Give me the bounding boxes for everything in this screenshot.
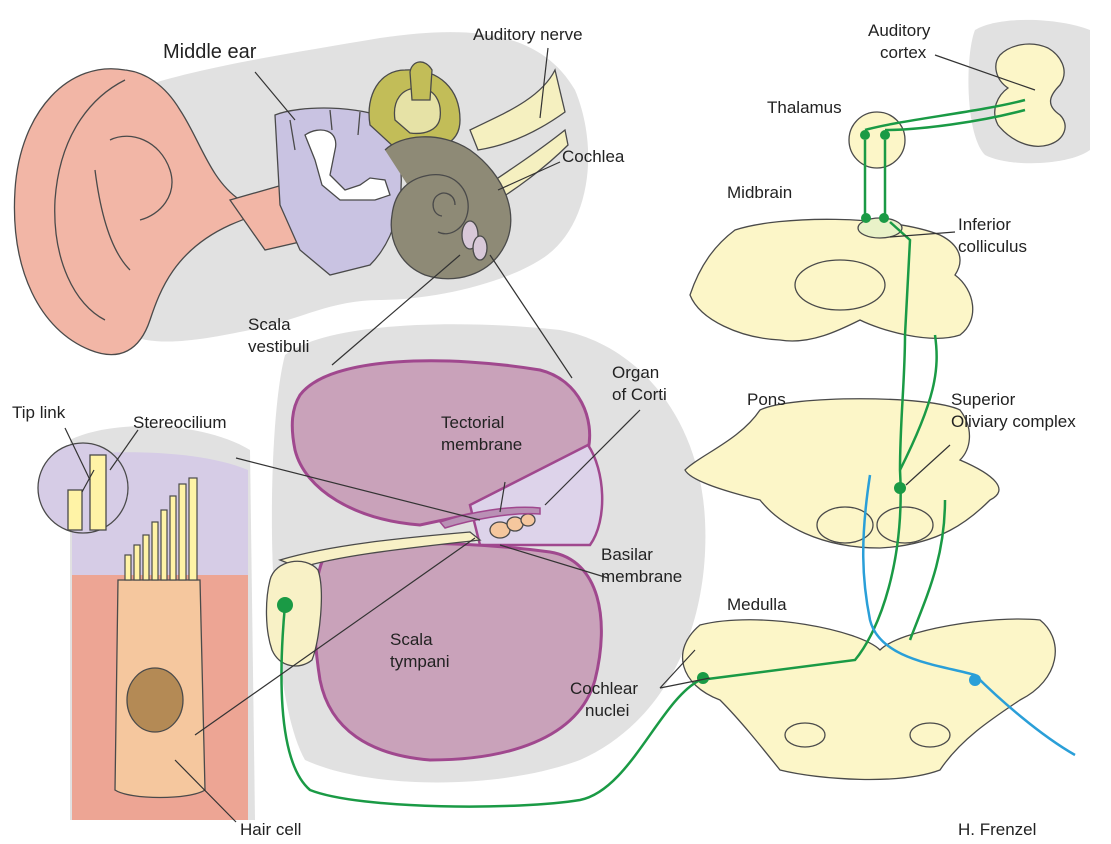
neuron-dot	[880, 130, 890, 140]
label-midbrain: Midbrain	[727, 183, 792, 202]
thalamus-shape	[849, 112, 905, 168]
scala-tympani	[315, 543, 602, 760]
label-pons: Pons	[747, 390, 786, 409]
label-basilar-membrane-line2: membrane	[601, 567, 682, 586]
spiral-ganglion	[266, 561, 321, 666]
neuron-dot	[861, 213, 871, 223]
label-organ-of-corti-line1: Organ	[612, 363, 659, 382]
label-superior-olivary-line2: Oliviary complex	[951, 412, 1076, 431]
label-medulla: Medulla	[727, 595, 787, 614]
label-scala-tympani-line2: tympani	[390, 652, 450, 671]
label-tip-link: Tip link	[12, 403, 66, 422]
label-auditory-cortex-line2: cortex	[880, 43, 927, 62]
label-tectorial-membrane-line2: membrane	[441, 435, 522, 454]
label-thalamus: Thalamus	[767, 98, 842, 117]
neuron-dot	[879, 213, 889, 223]
label-cochlea: Cochlea	[562, 147, 625, 166]
label-superior-olivary-line1: Superior	[951, 390, 1016, 409]
credit-text: H. Frenzel	[958, 820, 1036, 839]
hair-cell-nucleus	[127, 668, 183, 732]
label-organ-of-corti-line2: of Corti	[612, 385, 667, 404]
label-auditory-nerve: Auditory nerve	[473, 25, 583, 44]
neuron-dot	[860, 130, 870, 140]
neuron-dot	[894, 482, 906, 494]
label-cochlear-nuclei-line2: nuclei	[585, 701, 629, 720]
label-hair-cell: Hair cell	[240, 820, 301, 839]
label-stereocilium: Stereocilium	[133, 413, 227, 432]
label-tectorial-membrane-line1: Tectorial	[441, 413, 504, 432]
label-basilar-membrane-line1: Basilar	[601, 545, 653, 564]
label-middle-ear: Middle ear	[163, 41, 257, 63]
label-scala-vestibuli-line1: Scala	[248, 315, 291, 334]
label-scala-tympani-line1: Scala	[390, 630, 433, 649]
label-inferior-colliculus-line2: colliculus	[958, 237, 1027, 256]
label-scala-vestibuli-line2: vestibuli	[248, 337, 309, 356]
label-inferior-colliculus-line1: Inferior	[958, 215, 1011, 234]
neuron-dot	[969, 674, 981, 686]
label-cochlear-nuclei-line1: Cochlear	[570, 679, 638, 698]
neuron-dot	[277, 597, 293, 613]
hair-cell-panel	[38, 443, 248, 820]
label-auditory-cortex-line1: Auditory	[868, 21, 931, 40]
tip-link-zoom	[38, 443, 128, 533]
